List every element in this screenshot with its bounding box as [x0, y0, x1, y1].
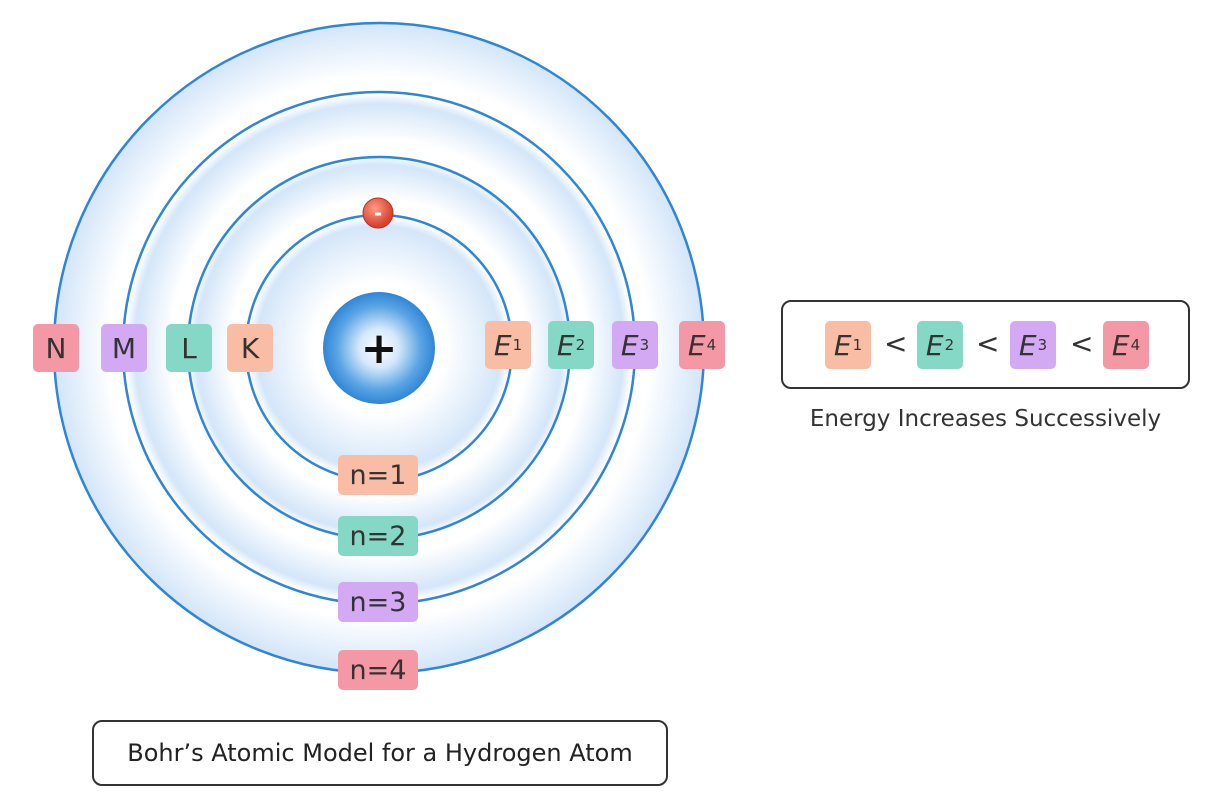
nucleus-plus-sign: +: [360, 322, 398, 374]
level-label-n4: n=4: [338, 650, 418, 690]
energy-caption: Energy Increases Successively: [809, 406, 1162, 432]
less-than-2: <: [976, 327, 1000, 360]
diagram-title: Bohr’s Atomic Model for a Hydrogen Atom: [92, 720, 668, 786]
shell-label-l: L: [166, 324, 212, 372]
less-than-1: <: [884, 327, 908, 360]
level-label-n3: n=3: [338, 582, 418, 622]
electron-minus-sign: -: [373, 201, 383, 225]
less-than-3: <: [1070, 327, 1094, 360]
shell-label-n: N: [33, 324, 79, 372]
electron: [362, 197, 394, 229]
shell-label-m: M: [101, 324, 147, 372]
shell-label-k: K: [227, 324, 273, 372]
energy-comparison-box: [781, 300, 1190, 389]
level-label-n1: n=1: [338, 455, 418, 495]
level-label-n2: n=2: [338, 516, 418, 556]
nucleus: [323, 292, 435, 404]
